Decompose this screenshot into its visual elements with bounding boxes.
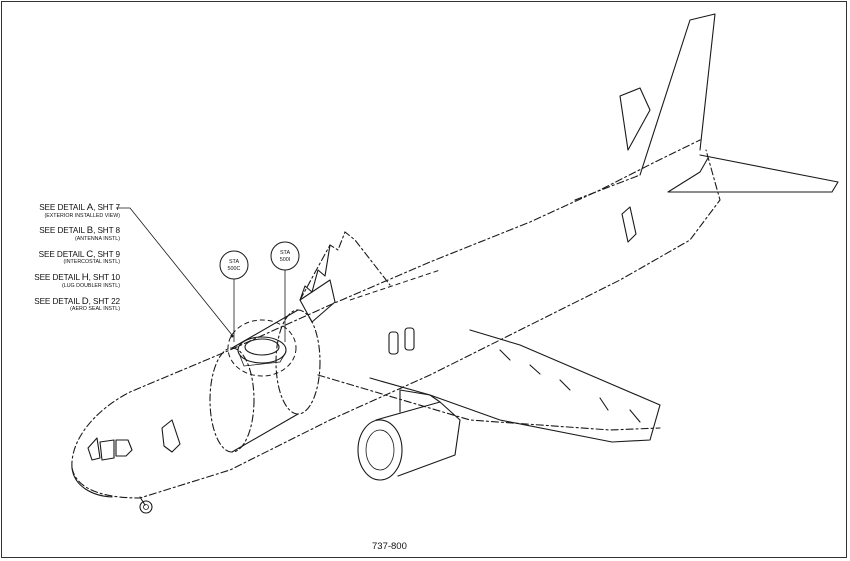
callout-prefix: SEE DETAIL: [34, 296, 82, 306]
callout-prefix: SEE DETAIL: [39, 226, 87, 236]
callout-description: (INTERCOSTAL INSTL): [63, 259, 120, 266]
cockpit-window-2: [99, 439, 115, 461]
callout-sheet: , SHT 7: [93, 203, 120, 212]
engine-intake-inner: [365, 429, 395, 471]
cockpit-window-1: [87, 437, 101, 461]
callout-detail-b: SEE DETAIL B, SHT 8 (ANTENNA INSTL): [14, 226, 120, 242]
fuselage-cut-edge: [299, 231, 391, 301]
engine-nacelle: [375, 401, 461, 477]
callout-letter: A: [86, 202, 94, 213]
callout-prefix: SEE DETAIL: [34, 273, 82, 283]
forward-door: [161, 419, 181, 453]
callout-detail-c: SEE DETAIL C, SHT 9 (INTERCOSTAL INSTL): [14, 248, 120, 266]
model-label: 737-800: [372, 541, 407, 552]
callout-description: (ANTENNA INSTL): [74, 235, 120, 242]
sta-500c-bubble: [219, 250, 249, 280]
callout-prefix: SEE DETAIL: [39, 203, 87, 212]
overwing-exit-1: [388, 331, 399, 355]
nose-gear-strut: [139, 496, 146, 506]
callout-letter: C: [86, 248, 94, 260]
fwd-section-ring: [209, 347, 255, 453]
fuselage-lower-outline: [71, 149, 721, 499]
nose-cone: [71, 467, 113, 498]
leader-dot: [230, 334, 234, 338]
overwing-exit-2: [404, 327, 415, 351]
callout-sheet: , SHT 22: [88, 296, 120, 306]
callout-letter: D: [81, 295, 89, 307]
engine-intake: [357, 419, 403, 481]
callout-sheet: , SHT 9: [93, 249, 120, 259]
callout-detail-d: SEE DETAIL D, SHT 22 (AERO SEAL INSTL): [14, 295, 120, 313]
sta-label-line1: STA: [279, 250, 291, 256]
callout-leader: [116, 207, 233, 336]
detail-circle: [227, 319, 297, 377]
sta-500i-label: STA 500I: [270, 250, 300, 264]
callout-letter: B: [86, 225, 94, 237]
wing-flap-lines: [499, 349, 641, 423]
far-wing-outline: [349, 269, 441, 301]
antenna-fairing: [239, 351, 287, 367]
sta-label-line1: STA: [228, 259, 240, 265]
wing-leading-edge: [317, 374, 661, 431]
fuselage-torn-edge: [299, 244, 331, 301]
cockpit-window-3: [115, 439, 133, 457]
sta-label-line2: 500C: [227, 265, 241, 272]
callout-letter: H: [81, 272, 89, 284]
callout-detail-a: SEE DETAIL A, SHT 7 (EXTERIOR INSTALLED …: [14, 203, 120, 219]
nose-gear-wheel: [139, 500, 153, 514]
antenna-radome: [237, 336, 287, 364]
horizontal-stabilizer: [667, 154, 839, 193]
detail-callout-list: SEE DETAIL A, SHT 7 (EXTERIOR INSTALLED …: [14, 203, 120, 320]
callout-sheet: , SHT 8: [93, 226, 120, 236]
callout-description: (AERO SEAL INSTL): [70, 306, 120, 313]
nose-gear-hub: [143, 504, 149, 510]
callout-description: (LUG DOUBLER INSTL): [62, 282, 120, 289]
callout-detail-h: SEE DETAIL H, SHT 10 (LUG DOUBLER INSTL): [14, 273, 120, 289]
callout-prefix: SEE DETAIL: [38, 249, 87, 259]
vertical-tail: [639, 13, 716, 176]
callout-description: (EXTERIOR INSTALLED VIEW): [44, 212, 120, 219]
engine-pylon: [399, 389, 441, 413]
section-band-bottom: [231, 413, 299, 453]
tail-antenna: [619, 87, 651, 151]
sta-500i-bubble: [270, 241, 300, 271]
antenna-radome-inner: [244, 338, 280, 356]
sta-500c-label: STA 500C: [219, 259, 249, 273]
fuselage-upper-outline: [71, 139, 701, 469]
sta-label-line2: 500I: [279, 256, 291, 263]
aft-section-ring: [275, 309, 321, 415]
callout-sheet: , SHT 10: [88, 273, 120, 283]
aft-door: [621, 206, 637, 243]
wing-trailing-edge: [369, 329, 661, 443]
vertical-tail-root: [574, 174, 641, 201]
far-engine-nacelle: [299, 279, 336, 323]
